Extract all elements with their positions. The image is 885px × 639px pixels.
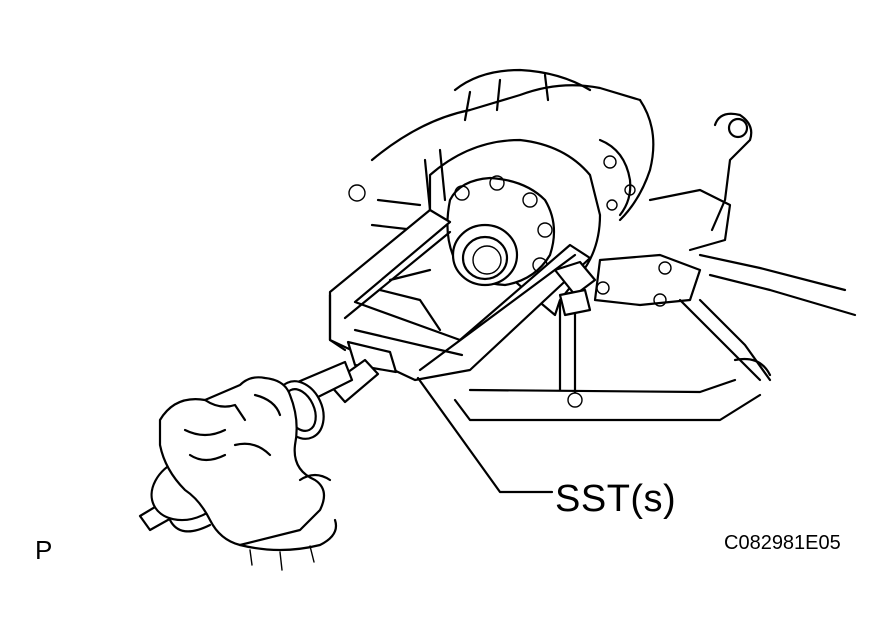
hand-icon	[158, 376, 338, 571]
axle-housing-icon	[348, 68, 857, 422]
figure-code-label: C082981E05	[724, 532, 841, 554]
sst-callout-label: SST(s)	[555, 478, 677, 520]
callout-leader-line	[416, 376, 554, 494]
view-letter-label: P	[35, 535, 53, 565]
